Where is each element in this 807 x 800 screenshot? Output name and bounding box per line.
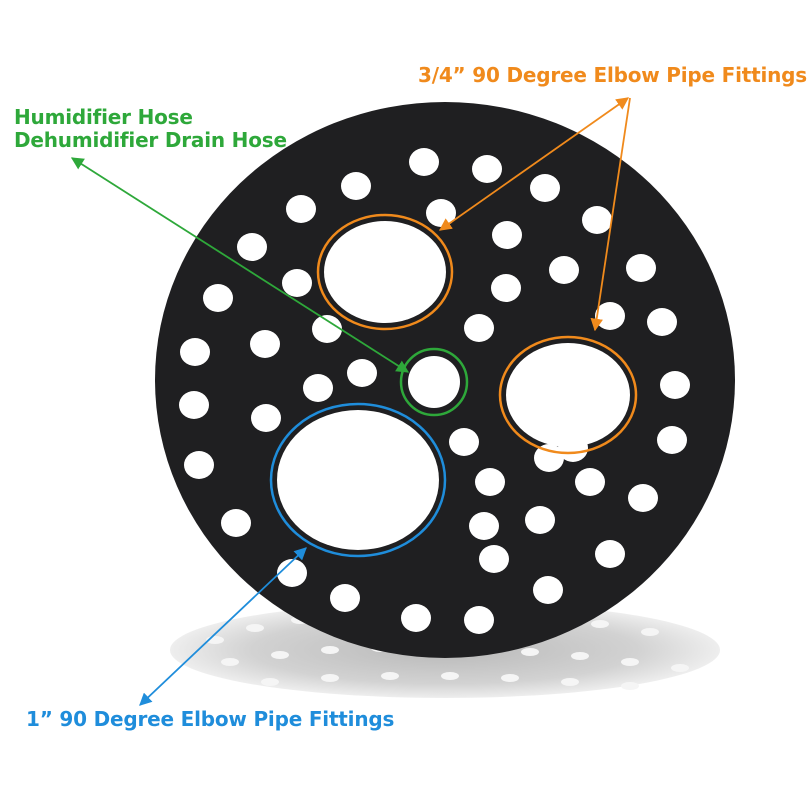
small-hole (626, 254, 656, 282)
shadow-light-spot (561, 678, 579, 686)
small-hole (277, 559, 307, 587)
shadow-light-spot (621, 658, 639, 666)
shadow-light-spot (501, 674, 519, 682)
shadow-light-spot (671, 664, 689, 672)
small-hole (347, 359, 377, 387)
small-hole (582, 206, 612, 234)
small-hole (595, 540, 625, 568)
small-hole (660, 371, 690, 399)
three-quarter-arrow-right (590, 97, 631, 332)
shadow-light-spot (261, 678, 279, 686)
shadow-light-spot (521, 648, 539, 656)
small-hole (492, 221, 522, 249)
small-hole (221, 509, 251, 537)
humidifier-ring (399, 347, 469, 417)
three-quarter-arrow-left (438, 97, 630, 231)
small-hole (530, 174, 560, 202)
small-hole (286, 195, 316, 223)
small-hole (533, 576, 563, 604)
one-inch-fitting-label: 1” 90 Degree Elbow Pipe Fittings (26, 707, 395, 731)
small-hole (449, 428, 479, 456)
drain-plate (155, 102, 735, 658)
shadow-light-spot (221, 658, 239, 666)
small-hole (475, 468, 505, 496)
small-hole (179, 391, 209, 419)
small-hole (472, 155, 502, 183)
small-hole (525, 506, 555, 534)
small-hole (251, 404, 281, 432)
small-hole (401, 604, 431, 632)
humidifier-hose-label: Humidifier Hose Dehumidifier Drain Hose (14, 106, 287, 152)
small-hole (464, 314, 494, 342)
small-hole (657, 426, 687, 454)
shadow-light-spot (641, 628, 659, 636)
one-inch-arrow (139, 547, 307, 706)
large-hole (506, 343, 630, 447)
small-hole (464, 606, 494, 634)
small-hole (479, 545, 509, 573)
small-hole (330, 584, 360, 612)
shadow-light-spot (621, 682, 639, 690)
small-hole (647, 308, 677, 336)
small-hole (409, 148, 439, 176)
shadow-light-spot (591, 620, 609, 628)
dehumidifier-drain-hose-line: Dehumidifier Drain Hose (14, 128, 287, 152)
one-inch-ring (269, 402, 447, 558)
small-hole (303, 374, 333, 402)
small-hole (203, 284, 233, 312)
small-hole (575, 468, 605, 496)
small-hole (341, 172, 371, 200)
large-hole (277, 410, 439, 550)
small-hole (180, 338, 210, 366)
shadow-light-spot (321, 674, 339, 682)
small-hole (469, 512, 499, 540)
shadow-light-spot (441, 672, 459, 680)
small-hole (184, 451, 214, 479)
three-quarter-ring-right (498, 335, 638, 455)
small-hole (237, 233, 267, 261)
three-quarter-fitting-label: 3/4” 90 Degree Elbow Pipe Fittings (418, 63, 807, 87)
shadow-light-spot (381, 672, 399, 680)
small-hole (628, 484, 658, 512)
shadow-light-spot (271, 651, 289, 659)
shadow-light-spot (321, 646, 339, 654)
small-hole (282, 269, 312, 297)
shadow-light-spot (246, 624, 264, 632)
humidifier-arrow (70, 157, 410, 373)
small-hole (491, 274, 521, 302)
large-hole (324, 221, 446, 323)
shadow-light-spot (571, 652, 589, 660)
small-hole (558, 434, 588, 462)
small-hole (549, 256, 579, 284)
large-hole (408, 356, 460, 408)
small-hole (250, 330, 280, 358)
humidifier-hose-line: Humidifier Hose (14, 105, 193, 129)
small-hole (312, 315, 342, 343)
